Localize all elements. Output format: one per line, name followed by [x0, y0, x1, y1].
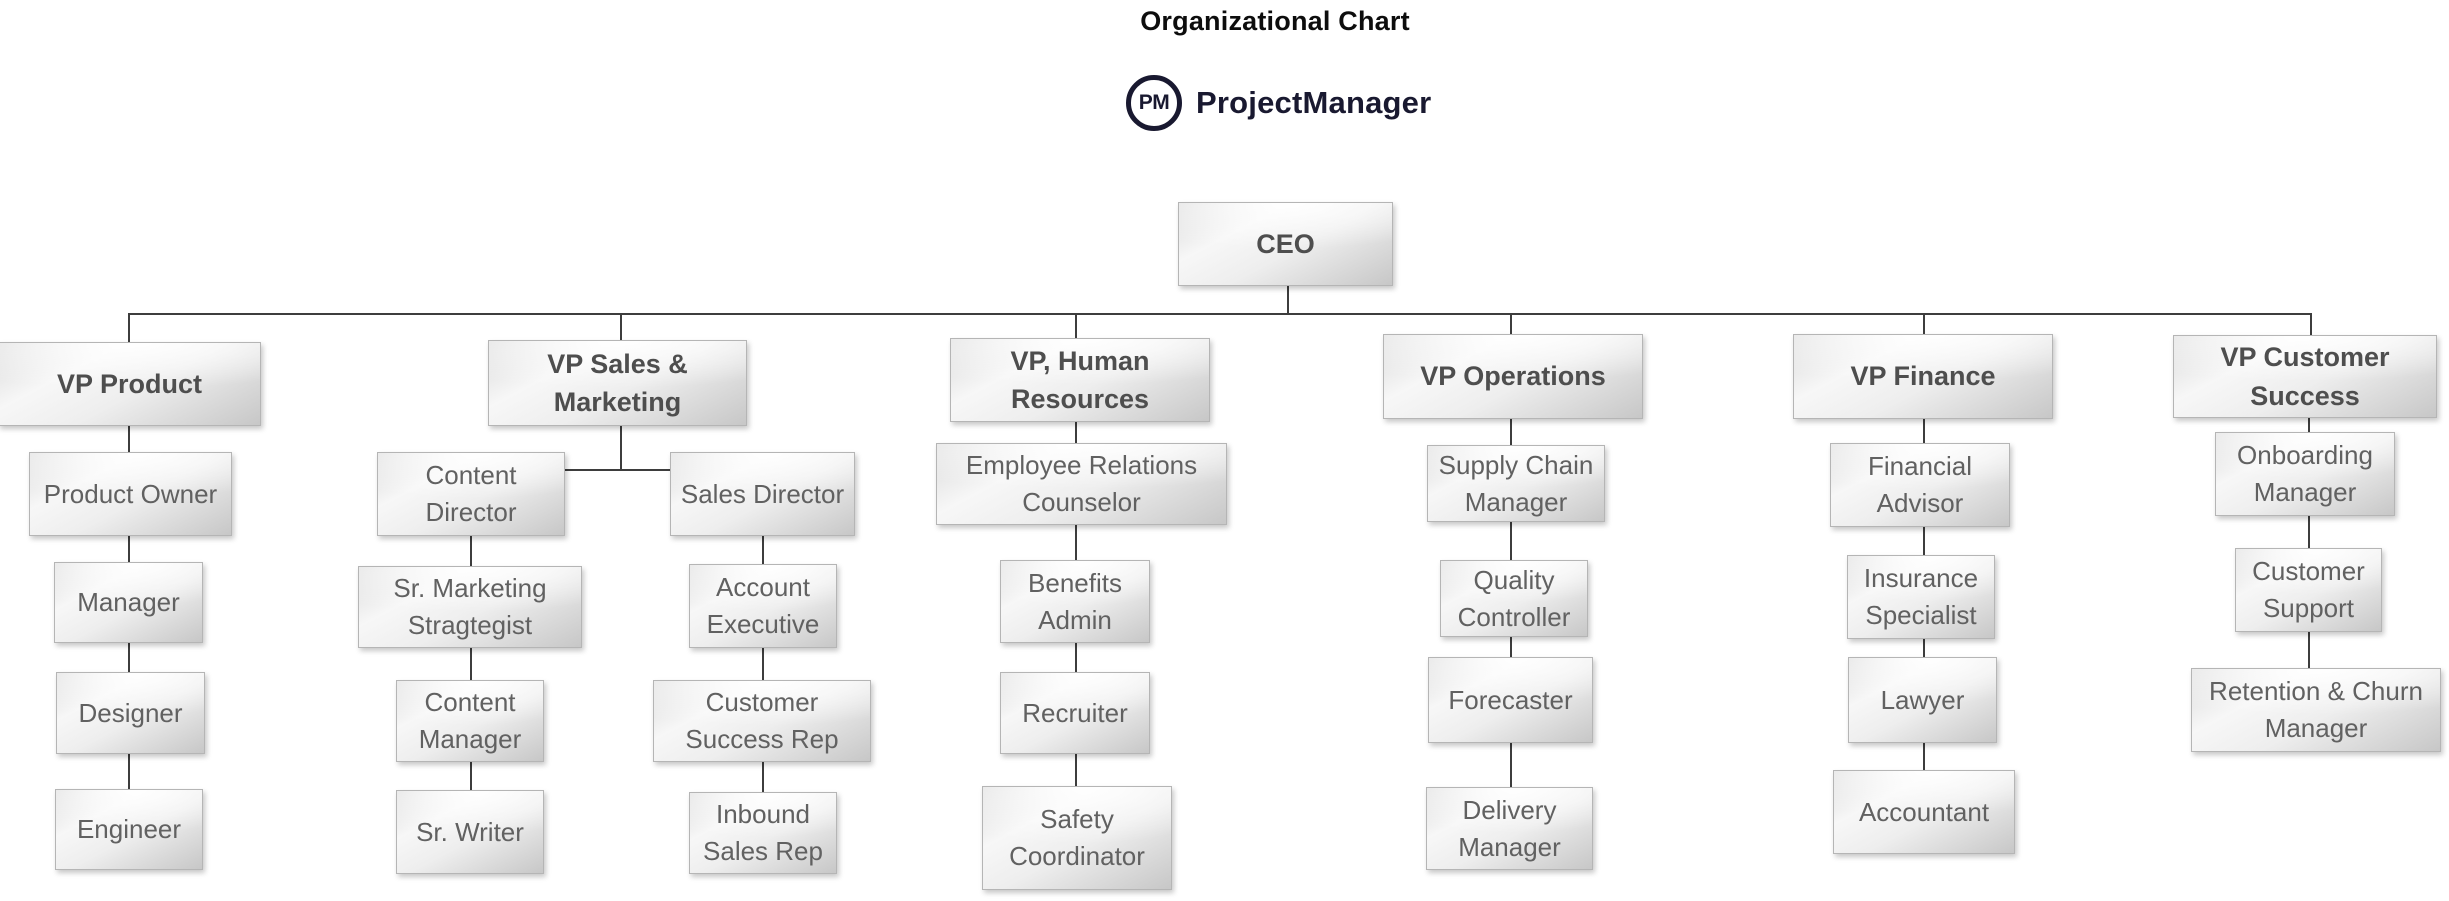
- projectmanager-logo: PM ProjectManager: [1126, 74, 1431, 132]
- pm-logo-monogram: PM: [1138, 91, 1170, 114]
- org-node-ceo: CEO: [1178, 202, 1393, 286]
- org-node-vp-sales-marketing: VP Sales & Marketing: [488, 340, 747, 426]
- org-node-vp-finance: VP Finance: [1793, 334, 2053, 419]
- connector-line: [2308, 516, 2310, 548]
- org-node-manager: Manager: [54, 562, 203, 643]
- org-node-forecaster: Forecaster: [1428, 657, 1593, 743]
- org-node-safety-coordinator: Safety Coordinator: [982, 786, 1172, 890]
- connector-line: [1075, 313, 1077, 338]
- connector-line: [762, 762, 764, 792]
- page-title: Organizational Chart: [1140, 6, 1410, 36]
- connector-line: [1923, 639, 1925, 657]
- connector-line: [1510, 419, 1512, 445]
- org-node-inbound-sales-rep: Inbound Sales Rep: [689, 792, 837, 874]
- org-node-vp-customer-success: VP Customer Success: [2173, 335, 2437, 418]
- connector-line: [2308, 632, 2310, 668]
- connector-line: [1510, 743, 1512, 787]
- logo-wordmark: ProjectManager: [1196, 85, 1432, 120]
- org-node-delivery-manager: Delivery Manager: [1426, 787, 1593, 870]
- org-node-customer-success-rep: Customer Success Rep: [653, 680, 871, 762]
- connector-line: [1923, 527, 1925, 555]
- org-node-vp-human-resources: VP, Human Resources: [950, 338, 1210, 422]
- connector-line: [620, 426, 622, 470]
- org-node-sr-marketing-strategist: Sr. Marketing Stragtegist: [358, 566, 582, 648]
- org-node-retention-churn-manager: Retention & Churn Manager: [2191, 668, 2441, 752]
- org-node-sr-writer: Sr. Writer: [396, 790, 544, 874]
- connector-line: [128, 643, 130, 672]
- connector-line: [1075, 525, 1077, 560]
- connector-line: [762, 536, 764, 564]
- connector-line: [1923, 313, 1925, 335]
- org-node-supply-chain-manager: Supply Chain Manager: [1427, 445, 1605, 522]
- connector-line: [1923, 419, 1925, 443]
- org-node-employee-relations-counselor: Employee Relations Counselor: [936, 443, 1227, 525]
- org-node-accountant: Accountant: [1833, 770, 2015, 854]
- org-node-quality-controller: Quality Controller: [1440, 560, 1588, 637]
- org-node-insurance-specialist: Insurance Specialist: [1847, 555, 1995, 639]
- pm-logo-icon: PM: [1126, 75, 1182, 131]
- connector-line: [128, 313, 130, 342]
- org-node-content-manager: Content Manager: [396, 680, 544, 762]
- org-node-engineer: Engineer: [55, 789, 203, 870]
- org-node-vp-product: VP Product: [0, 342, 261, 426]
- connector-line: [1510, 313, 1512, 334]
- connector-line: [1510, 637, 1512, 657]
- connector-line: [128, 313, 2312, 315]
- connector-line: [1075, 643, 1077, 672]
- connector-line: [563, 469, 671, 471]
- connector-line: [1075, 422, 1077, 443]
- connector-line: [128, 426, 130, 452]
- org-node-designer: Designer: [56, 672, 205, 754]
- connector-line: [128, 536, 130, 562]
- connector-line: [620, 313, 622, 340]
- org-node-product-owner: Product Owner: [29, 452, 232, 536]
- connector-line: [1075, 754, 1077, 786]
- org-node-vp-operations: VP Operations: [1383, 334, 1643, 419]
- org-node-onboarding-manager: Onboarding Manager: [2215, 432, 2395, 516]
- org-node-benefits-admin: Benefits Admin: [1000, 560, 1150, 643]
- connector-line: [2308, 418, 2310, 432]
- connector-line: [128, 754, 130, 789]
- connector-line: [1287, 286, 1289, 313]
- connector-line: [1510, 522, 1512, 560]
- connector-line: [762, 648, 764, 680]
- connector-line: [470, 648, 472, 680]
- org-node-lawyer: Lawyer: [1848, 657, 1997, 743]
- org-node-recruiter: Recruiter: [1000, 672, 1150, 754]
- org-node-financial-advisor: Financial Advisor: [1830, 443, 2010, 527]
- connector-line: [2310, 313, 2312, 335]
- connector-line: [1923, 743, 1925, 770]
- connector-line: [470, 762, 472, 790]
- org-node-content-director: Content Director: [377, 452, 565, 536]
- connector-line: [470, 536, 472, 566]
- org-node-sales-director: Sales Director: [670, 452, 855, 536]
- org-node-customer-support: Customer Support: [2235, 548, 2382, 632]
- org-node-account-executive: Account Executive: [689, 564, 837, 648]
